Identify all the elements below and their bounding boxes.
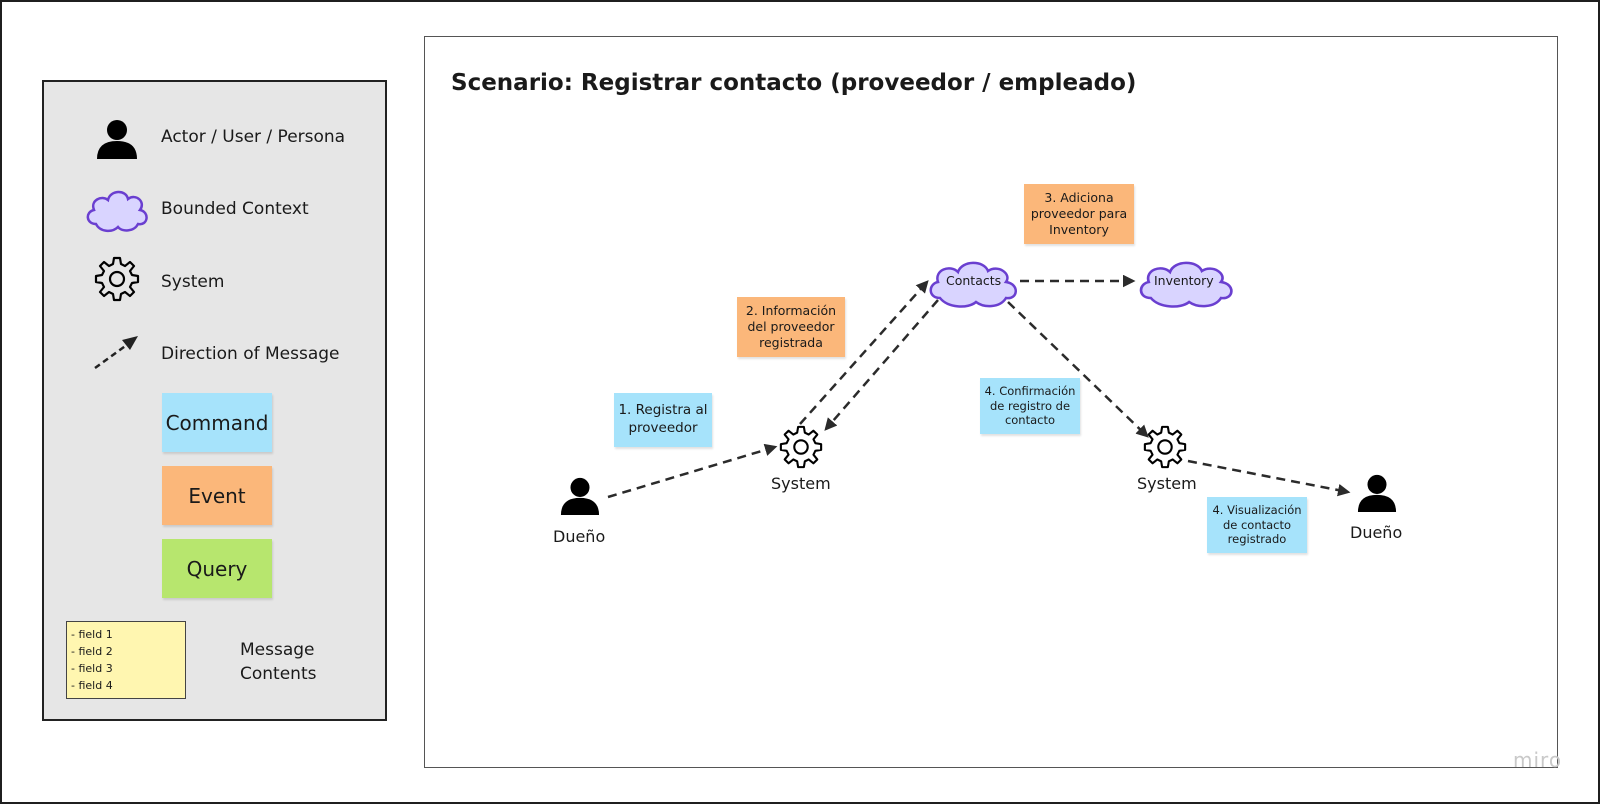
gear-icon <box>1143 425 1187 469</box>
arrow-owner-to-system <box>607 443 778 499</box>
watermark: miro <box>1513 748 1563 772</box>
bounded-context-label-contacts: Contacts <box>946 273 1002 288</box>
cloud-icon <box>1139 261 1233 308</box>
arrow-system-to-contacts <box>799 280 929 425</box>
field-line: - field 3 <box>71 662 113 675</box>
actor-label-owner-left: Dueño <box>553 527 606 546</box>
arrow-contacts-to-system-right <box>1007 301 1149 438</box>
scenario-title: Scenario: Registrar contacto (proveedor … <box>451 70 1137 96</box>
legend-bounded-context-label: Bounded Context <box>161 199 309 219</box>
arrow-contacts-to-system <box>824 299 939 431</box>
event-sticky-informacion: 2. Información del proveedor registrada <box>737 297 845 357</box>
dashed-arrow-icon <box>94 336 138 370</box>
legend-direction-label: Direction of Message <box>161 344 340 364</box>
person-icon <box>1357 474 1397 513</box>
field-line: - field 2 <box>71 645 113 658</box>
system-label-left: System <box>771 474 831 493</box>
field-line: - field 4 <box>71 679 113 692</box>
legend-event-sticky: Event <box>162 466 272 525</box>
arrow-system-to-owner <box>1187 459 1351 497</box>
legend-message-contents-label: Message Contents <box>240 640 317 684</box>
legend-query-sticky: Query <box>162 539 272 598</box>
person-icon <box>560 477 600 516</box>
cloud-icon <box>86 190 148 233</box>
field-line: - field 1 <box>71 628 113 641</box>
command-sticky-registra: 1. Registra al proveedor <box>614 393 712 447</box>
legend-command-sticky: Command <box>162 393 272 452</box>
actor-label-owner-right: Dueño <box>1350 523 1403 542</box>
command-sticky-confirmacion: 4. Confirmación de registro de contacto <box>980 378 1080 434</box>
event-sticky-adiciona: 3. Adiciona proveedor para Inventory <box>1024 184 1134 244</box>
person-icon <box>97 120 137 159</box>
cloud-icon <box>929 261 1017 308</box>
command-sticky-visualizacion: 4. Visualización de contacto registrado <box>1207 497 1307 553</box>
legend-panel: Actor / User / Persona Bounded Context S… <box>42 80 387 721</box>
gear-icon <box>779 425 823 469</box>
system-label-right: System <box>1137 474 1197 493</box>
legend-actor-label: Actor / User / Persona <box>161 127 346 147</box>
gear-icon <box>94 256 140 302</box>
bounded-context-label-inventory: Inventory <box>1154 273 1214 288</box>
message-contents-box: - field 1 - field 2 - field 3 - field 4 <box>66 621 186 699</box>
legend-system-label: System <box>161 272 225 292</box>
